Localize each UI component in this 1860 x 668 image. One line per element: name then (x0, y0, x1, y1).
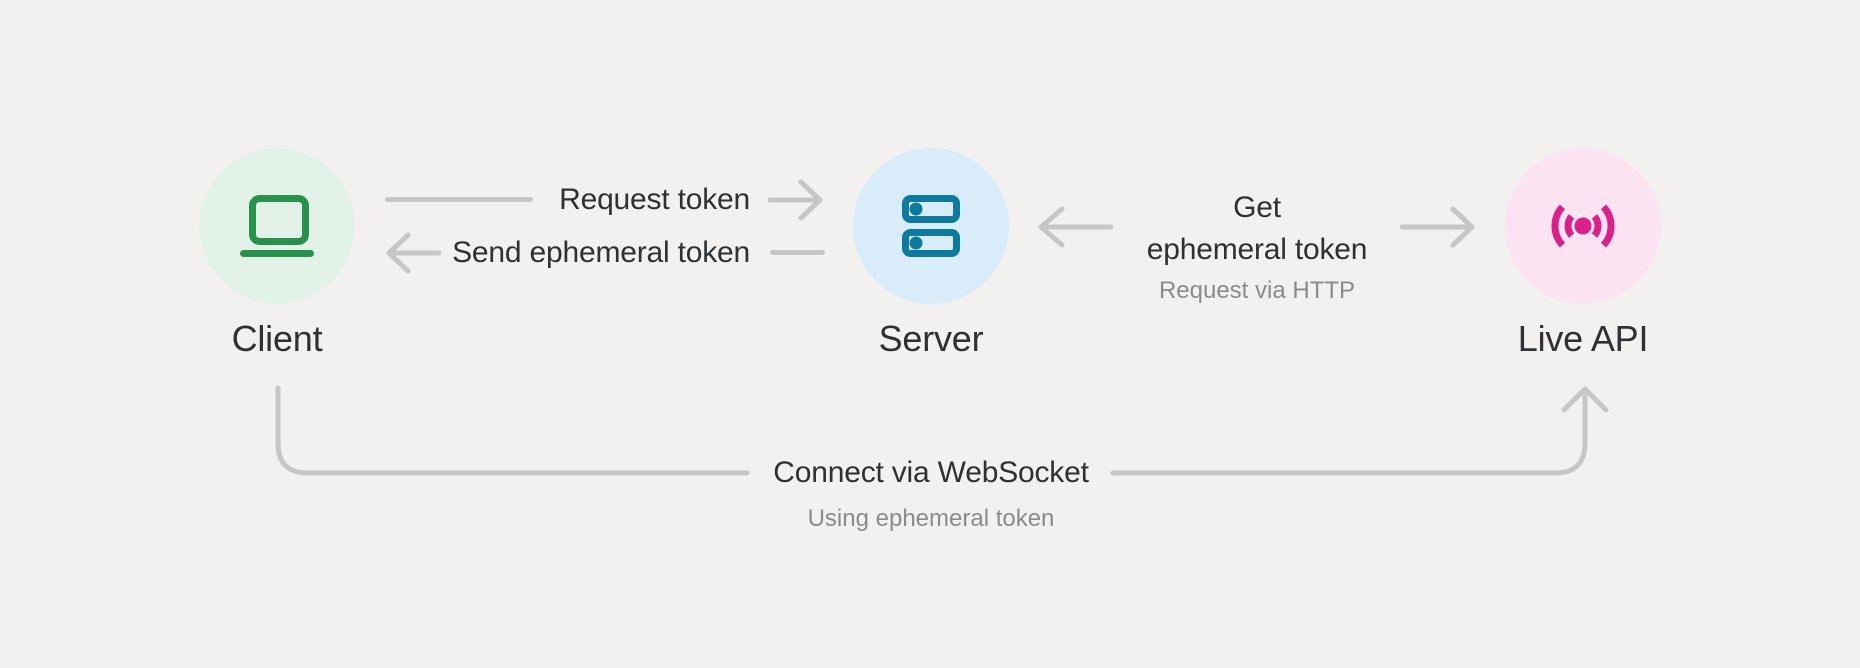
send-ephemeral-token-label: Send ephemeral token (452, 236, 750, 269)
live-api-label: Live API (1517, 318, 1649, 359)
request-token-label: Request token (559, 183, 750, 216)
get-ephemeral-token-label-block: Get ephemeral token Request via HTTP (1146, 187, 1368, 305)
using-ephemeral-token-sublabel: Using ephemeral token (807, 505, 1055, 532)
arrow-left-icon (1038, 206, 1113, 248)
arrow-right-icon (1400, 206, 1475, 248)
connect-websocket-label: Connect via WebSocket (773, 456, 1089, 489)
server-label: Server (878, 318, 984, 359)
client-node-circle (199, 148, 355, 304)
arrow-up-icon (1561, 386, 1609, 413)
websocket-connector-path (275, 385, 1609, 476)
get-ephemeral-token-label-line2: ephemeral token (1146, 233, 1368, 266)
broadcast-icon (1551, 204, 1615, 248)
request-token-line (385, 197, 533, 202)
server-icon (902, 195, 960, 257)
laptop-icon (240, 195, 314, 257)
live-api-node-circle (1505, 148, 1661, 304)
server-node-circle (853, 148, 1009, 304)
request-via-http-sublabel: Request via HTTP (1158, 277, 1356, 304)
send-ephemeral-token-line (770, 250, 825, 255)
arrow-left-icon (386, 232, 441, 274)
arrow-right-icon (768, 179, 823, 221)
client-label: Client (231, 318, 323, 359)
get-ephemeral-token-label-line1: Get (1233, 191, 1281, 224)
